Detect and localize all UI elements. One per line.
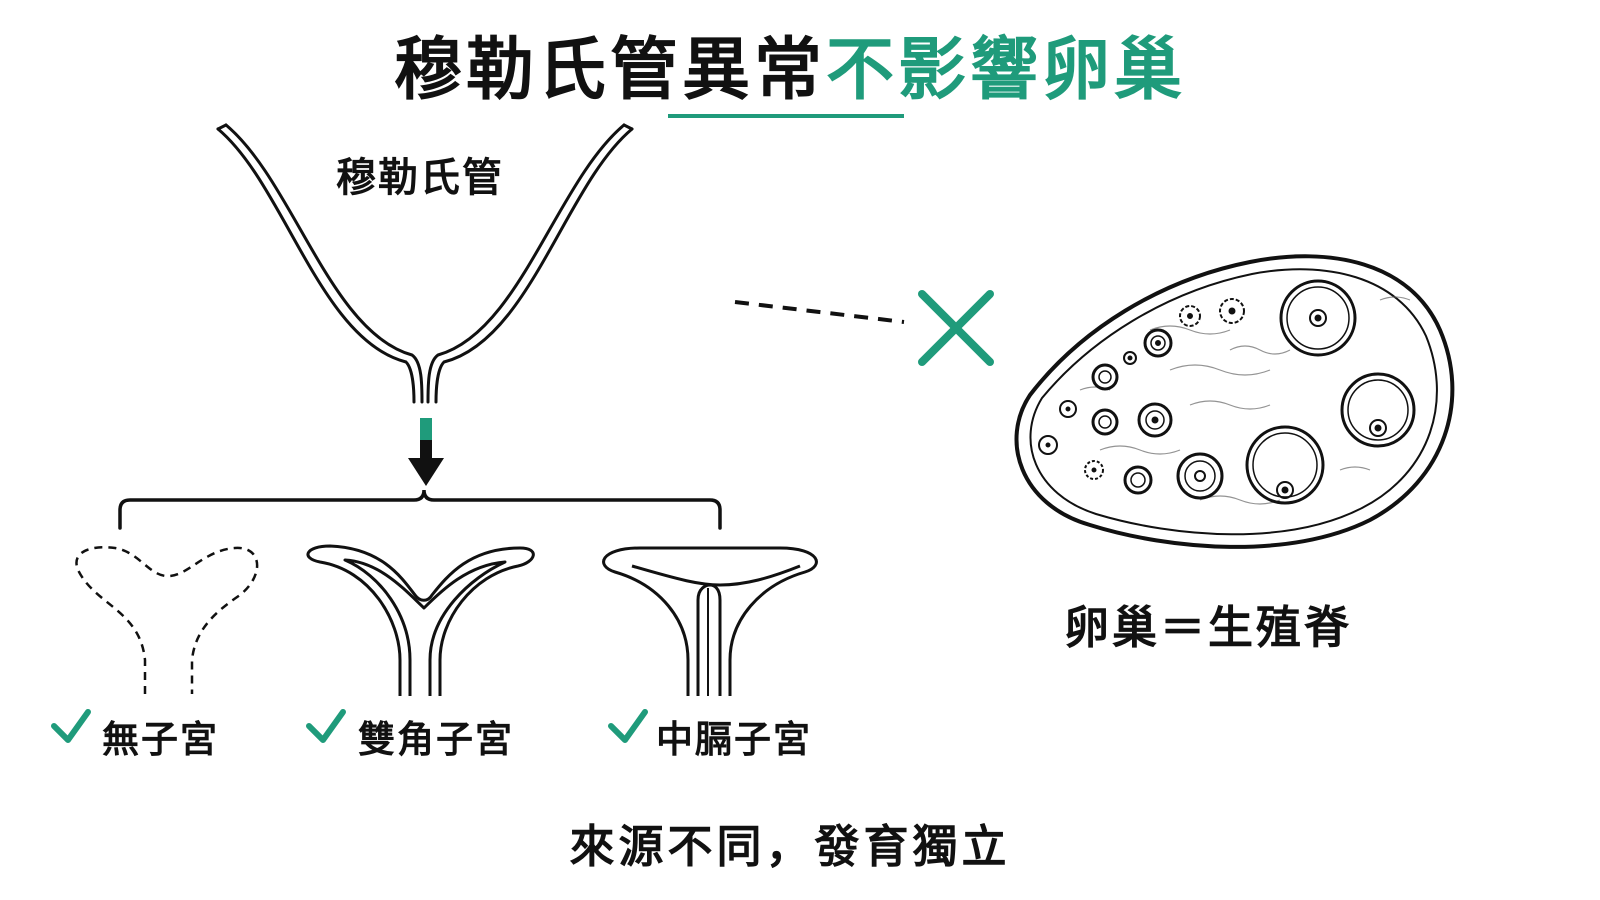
- septate-uterus-label: 中膈子宮: [656, 718, 812, 761]
- check-icon: [306, 709, 346, 743]
- uterine-agenesis-label: 無子宮: [102, 718, 219, 761]
- branch-bracket: [118, 489, 722, 530]
- mullerian-duct-drawing: [216, 123, 634, 404]
- bicornuate-uterus-label: 雙角子宮: [358, 718, 514, 761]
- bicornuate-uterus-outline: [306, 544, 535, 696]
- connector-dashed-line: [734, 300, 905, 324]
- title-main: 穆勒氏管異常: [393, 31, 826, 110]
- septate-uterus-outline: [602, 546, 818, 696]
- agenesis-uterus-outline: [75, 546, 259, 694]
- mullerian-duct-label: 穆勒氏管: [336, 155, 504, 201]
- ovary-drawing: [1014, 254, 1455, 549]
- footer-caption: 來源不同，發育獨立: [569, 820, 1011, 873]
- arrow-down-icon: [408, 418, 444, 486]
- title-underline: [668, 114, 904, 118]
- check-icon: [608, 709, 648, 743]
- page-title: 穆勒氏管異常不影響卵巢: [0, 14, 1580, 113]
- title-highlight: 不影響卵巢: [826, 31, 1187, 110]
- check-icon: [51, 709, 91, 743]
- cross-icon: [918, 290, 994, 366]
- ovary-equals-genital-ridge-label: 卵巢＝生殖脊: [1064, 601, 1353, 654]
